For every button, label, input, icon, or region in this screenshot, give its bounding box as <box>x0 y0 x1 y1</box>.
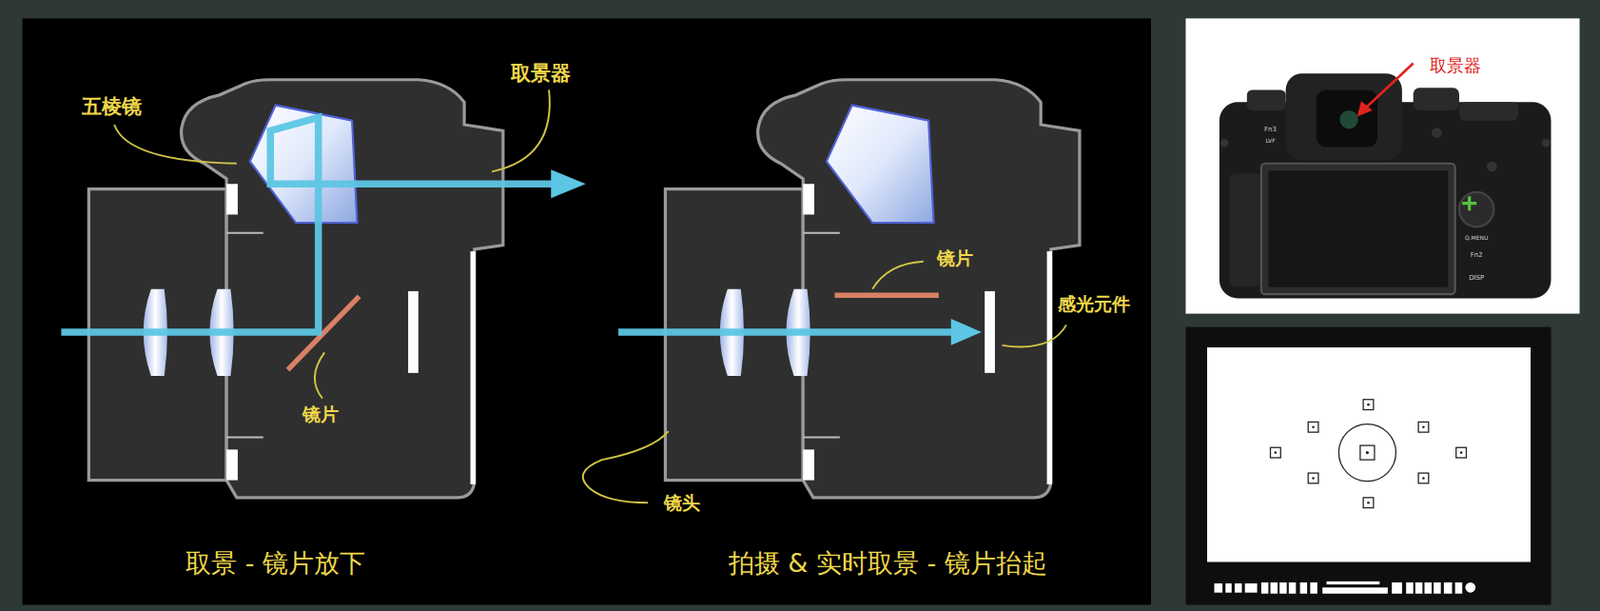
arrowhead <box>951 318 982 346</box>
leader-line <box>583 430 669 503</box>
af-point <box>1307 472 1319 484</box>
af-point <box>1360 445 1375 460</box>
viewfinder-field <box>1207 347 1531 562</box>
sensor <box>984 291 996 373</box>
strap-lug <box>1220 138 1230 148</box>
hinge <box>1229 174 1261 287</box>
af-point <box>1270 447 1282 458</box>
button-label: DISP <box>1468 273 1484 282</box>
viewfinder-panel <box>1185 327 1551 605</box>
leader-line <box>114 124 237 164</box>
af-point <box>1418 421 1429 432</box>
sensor <box>408 291 419 373</box>
caption: 取景 - 镜片放下 <box>185 547 366 578</box>
camera-body <box>664 79 1080 498</box>
part-label: 取景器 <box>510 61 571 85</box>
button-label: Fn2 <box>1470 251 1483 259</box>
button <box>1431 127 1443 138</box>
part-label: 感光元件 <box>1057 293 1131 315</box>
caption: 拍摄 & 实时取景 - 镜片抬起 <box>728 547 1048 578</box>
light-path <box>60 117 556 332</box>
camera-body <box>88 79 504 498</box>
part-label: 镜头 <box>663 492 701 514</box>
leader-line <box>491 89 550 172</box>
pointer-arrow <box>1365 63 1413 109</box>
button <box>1486 161 1498 173</box>
dial <box>1413 87 1460 111</box>
pointer-label: 取景器 <box>1429 55 1482 76</box>
eyepiece-glass <box>1339 110 1358 129</box>
button-label: Fn3 <box>1264 125 1277 134</box>
af-point <box>1363 399 1374 410</box>
left-panel <box>22 18 1152 605</box>
status-bar <box>1214 581 1477 594</box>
cross-mark <box>1462 195 1477 211</box>
leader-line <box>314 351 325 398</box>
control-wheel <box>1459 192 1494 228</box>
af-dots <box>1274 403 1464 505</box>
button-label: Q.MENU <box>1464 234 1488 242</box>
part-label: 镜片 <box>302 404 339 426</box>
part-label: 镜片 <box>936 248 974 270</box>
af-points <box>1270 399 1467 508</box>
strap-lug <box>1541 138 1551 148</box>
lcd-glass <box>1268 170 1448 287</box>
spot-circle <box>1338 424 1396 482</box>
button-label: LVF <box>1265 137 1275 145</box>
af-point <box>1418 472 1429 484</box>
leader-line <box>872 261 924 290</box>
eyecup <box>1286 73 1403 160</box>
light-path <box>618 328 955 336</box>
leader-line <box>1001 324 1067 347</box>
af-point <box>1363 497 1374 508</box>
af-point <box>1307 421 1319 432</box>
photo-panel <box>1185 18 1580 313</box>
mirror <box>834 292 938 298</box>
leader-lines <box>114 89 1067 503</box>
camera-photo <box>1219 73 1552 298</box>
part-label: 五棱镜 <box>81 95 142 118</box>
dial <box>1459 101 1519 120</box>
pentaprism <box>826 105 935 223</box>
arrowhead <box>1357 100 1373 117</box>
eyepiece <box>1316 89 1378 147</box>
dial <box>1247 89 1287 110</box>
af-point <box>1456 447 1467 458</box>
arrowhead <box>550 169 586 198</box>
lcd-screen <box>1261 163 1456 294</box>
